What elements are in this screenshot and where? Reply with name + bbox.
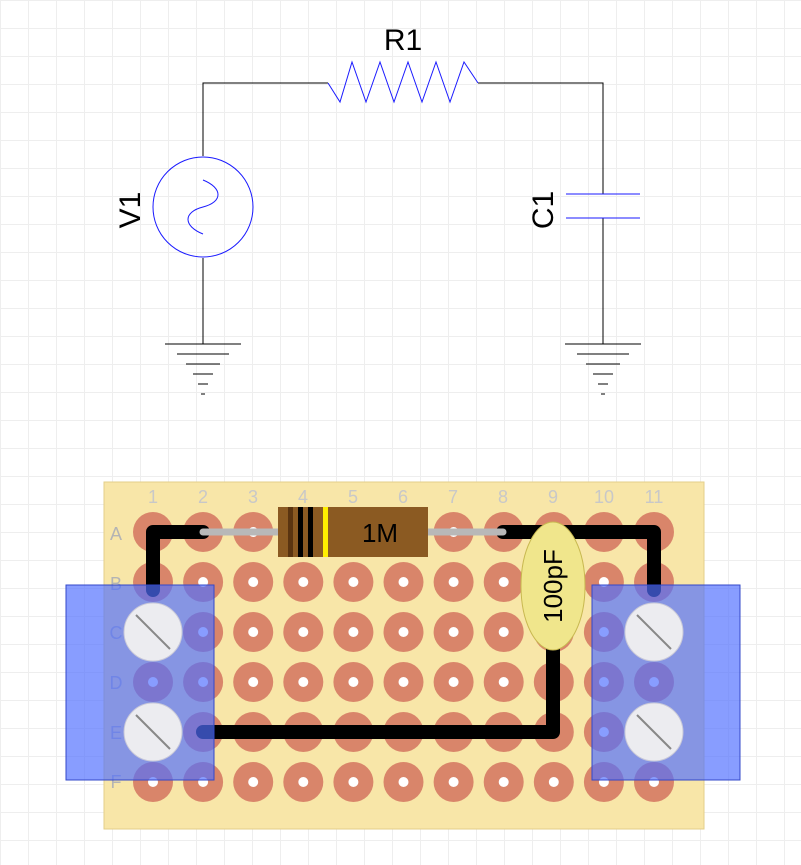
resistor-band (288, 507, 293, 557)
pad-hole (248, 677, 259, 687)
board-resistor: 1M (199, 507, 507, 557)
pad-hole (348, 577, 359, 587)
resistor-band (308, 507, 313, 557)
pad-hole (348, 677, 359, 687)
pad-hole (348, 777, 359, 787)
pad-hole (298, 777, 309, 787)
column-labels: 1 2 3 4 5 6 7 8 9 10 11 (148, 487, 663, 507)
jumper-wire-bottom (196, 633, 560, 739)
capacitor-c1-label: C1 (527, 191, 560, 229)
resistor-r1-symbol (327, 60, 479, 104)
column-label: 1 (148, 487, 158, 507)
ground-icon (565, 343, 641, 395)
terminal-block-left (65, 584, 215, 781)
pad-hole (498, 777, 509, 787)
resistor-value-label: 1M (362, 518, 398, 548)
pad-hole (448, 677, 459, 687)
pad-hole (398, 777, 409, 787)
column-label: 9 (548, 487, 558, 507)
column-label: 4 (298, 487, 308, 507)
pad-hole (298, 677, 309, 687)
pad-hole (448, 577, 459, 587)
ac-source-v1-symbol (152, 156, 254, 258)
schematic: R1 V1 C1 (114, 24, 641, 395)
pad-hole (498, 577, 509, 587)
screw-slot-icon (636, 714, 672, 750)
column-label: 2 (198, 487, 208, 507)
sine-wave-icon (187, 179, 219, 235)
capacitor-value-label: 100pF (538, 549, 568, 623)
column-label: 3 (248, 487, 258, 507)
board-capacitor: 100pF (520, 521, 586, 651)
pad-hole (248, 777, 259, 787)
pad-hole (298, 627, 309, 637)
column-label: 8 (498, 487, 508, 507)
resistor-r1-label: R1 (384, 24, 422, 57)
pad-hole (448, 627, 459, 637)
pad-hole (398, 627, 409, 637)
wire-source-to-resistor (202, 82, 328, 156)
pad-hole (498, 677, 509, 687)
pad-hole (548, 777, 559, 787)
column-label: 11 (645, 487, 664, 507)
ground-icon (165, 343, 241, 395)
ac-source-v1-label: V1 (114, 192, 147, 229)
terminal-block-right (591, 584, 741, 781)
stripboard: 1 2 3 4 5 6 7 8 9 10 11 A B C D E F (65, 481, 741, 830)
column-label: 6 (398, 487, 408, 507)
row-label: A (110, 524, 122, 544)
column-label: 10 (594, 487, 614, 507)
row-label: F (111, 772, 122, 792)
column-label: 7 (448, 487, 458, 507)
screw-slot-icon (135, 614, 171, 650)
column-label: 5 (348, 487, 358, 507)
pad-hole (248, 627, 259, 637)
screw-slot-icon (636, 614, 672, 650)
pad-hole (398, 677, 409, 687)
jumper-wire-left (146, 525, 210, 597)
pad-hole (398, 577, 409, 587)
pad-hole (448, 777, 459, 787)
pad-hole (248, 577, 259, 587)
resistor-band (298, 507, 303, 557)
screw-slot-icon (135, 714, 171, 750)
wire-resistor-to-capacitor (478, 82, 604, 194)
pad-hole (348, 627, 359, 637)
pad-hole (298, 577, 309, 587)
resistor-band (323, 507, 328, 557)
pad-hole (498, 627, 509, 637)
capacitor-body (520, 521, 586, 651)
